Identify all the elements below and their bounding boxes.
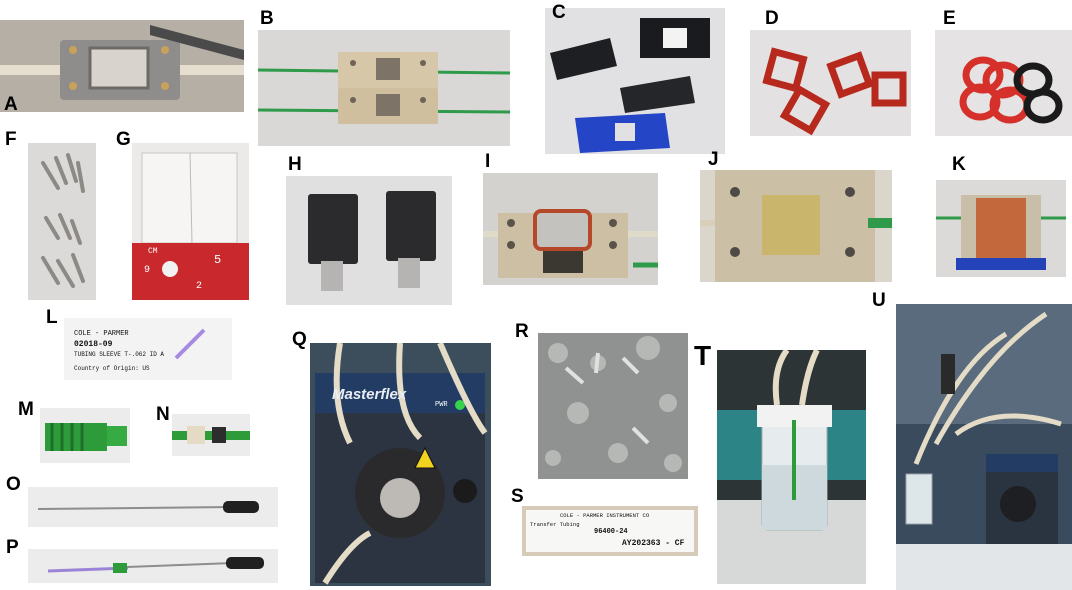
label-s-part: 96400-24 — [594, 528, 628, 536]
panel-s: COLE - PARMER INSTRUMENT CO Transfer Tub… — [522, 506, 698, 556]
label-f: F — [5, 129, 17, 150]
label-a: A — [4, 94, 18, 115]
label-k: K — [952, 154, 966, 175]
panel-d — [750, 30, 911, 136]
label-r: R — [515, 321, 529, 342]
label-o: O — [6, 474, 21, 495]
panel-t — [717, 350, 866, 584]
label-q: Q — [292, 329, 307, 350]
label-l-part: 02018-09 — [74, 340, 113, 349]
label-s-lot: AY202363 - CF — [622, 539, 685, 548]
panel-m — [40, 408, 130, 463]
label-l-brand: COLE - PARMER — [74, 330, 129, 338]
panel-q: Masterflex PWR — [310, 343, 491, 586]
label-i: I — [485, 151, 491, 172]
panel-i — [483, 173, 658, 285]
ruler-9: 9 — [144, 265, 151, 276]
label-d: D — [765, 8, 779, 29]
label-h: H — [288, 154, 302, 175]
ruler-2: 2 — [196, 281, 203, 292]
panel-l: COLE - PARMER 02018-09 TUBING SLEEVE T-.… — [64, 318, 232, 380]
panel-a — [0, 20, 244, 112]
label-t: T — [694, 340, 712, 371]
panel-n — [172, 414, 250, 456]
label-j: J — [708, 149, 719, 170]
label-c: C — [552, 2, 566, 23]
label-u: U — [872, 290, 886, 311]
label-g: G — [116, 129, 131, 150]
panel-u — [896, 304, 1072, 590]
label-p: P — [6, 537, 19, 558]
pump-brand: Masterflex — [332, 386, 407, 403]
label-b: B — [260, 8, 274, 29]
label-l-desc: TUBING SLEEVE T-.062 ID A — [74, 351, 165, 358]
panel-p — [28, 549, 278, 583]
ruler-5: 5 — [214, 253, 222, 267]
label-s-brand: COLE - PARMER INSTRUMENT CO — [560, 512, 650, 519]
panel-o — [28, 487, 278, 527]
panel-j — [700, 170, 892, 282]
label-s: S — [511, 486, 524, 507]
panel-b — [258, 30, 510, 146]
label-m: M — [18, 399, 34, 420]
panel-c — [545, 8, 725, 154]
label-s-product: Transfer Tubing — [530, 521, 580, 528]
label-e: E — [943, 8, 956, 29]
label-n: N — [156, 404, 170, 425]
panel-e — [935, 30, 1072, 136]
ruler-cm: CM — [148, 247, 158, 256]
panel-f — [28, 143, 96, 300]
panel-g: CM 5 2 9 — [132, 143, 249, 300]
panel-k — [936, 180, 1066, 277]
panel-r — [538, 333, 688, 479]
panel-h — [286, 176, 452, 305]
pump-pwr: PWR — [435, 401, 448, 409]
label-l: L — [46, 307, 58, 328]
label-l-origin: Country of Origin: US — [74, 365, 150, 372]
